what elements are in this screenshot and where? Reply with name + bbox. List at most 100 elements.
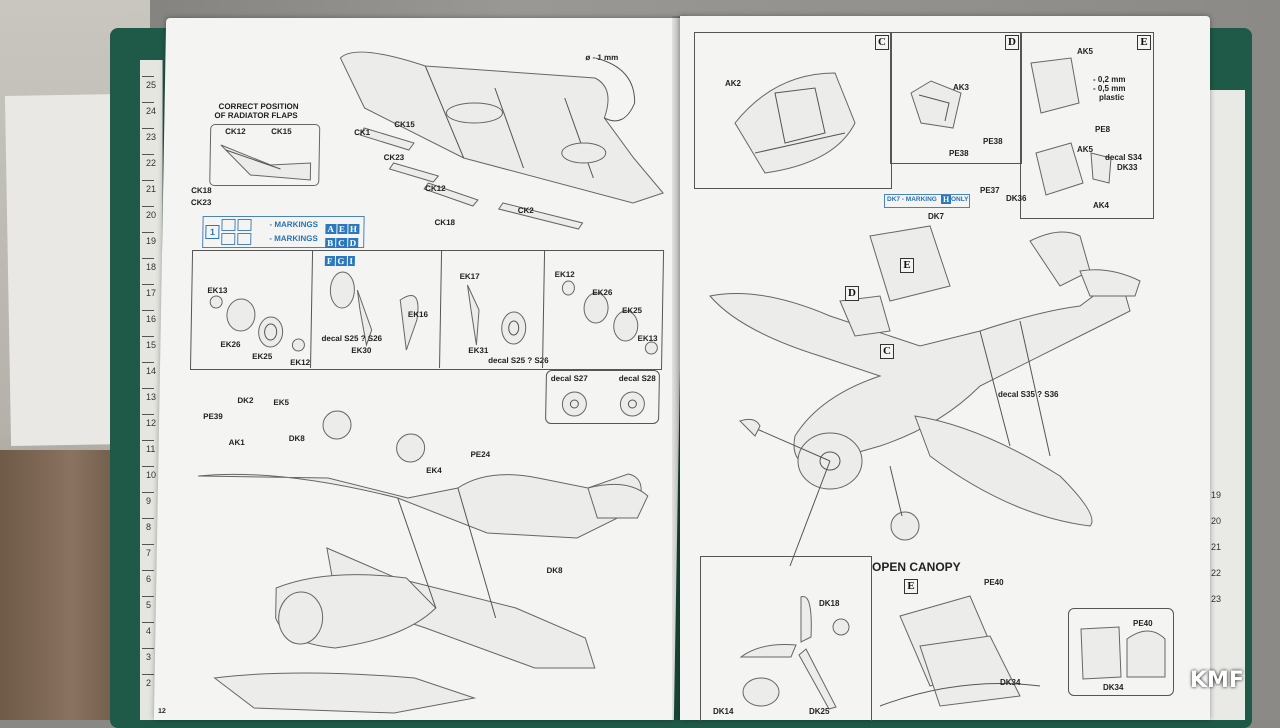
radiator-flaps-panel: CORRECT POSITION OF RADIATOR FLAPS CK12 … xyxy=(187,98,329,208)
ruler-number: 20 xyxy=(1211,516,1222,526)
label-dk7: DK7 xyxy=(928,212,945,221)
ruler-number: 14 xyxy=(146,366,157,376)
propeller-panel: DK18 DK14 DK25 xyxy=(700,556,872,721)
open-canopy-title: OPEN CANOPY xyxy=(872,560,961,574)
wheel-panel-d: EK12 EK26 EK25 EK13 xyxy=(542,250,664,368)
label-ek5: EK5 xyxy=(273,398,290,407)
ruler-tick xyxy=(142,492,154,493)
label-ck12-b: CK12 xyxy=(425,184,446,193)
wooden-surface xyxy=(0,450,120,720)
ruler-number: 23 xyxy=(1211,594,1222,604)
ruler-number: 19 xyxy=(146,236,157,246)
ruler-number: 21 xyxy=(1211,542,1222,552)
ruler-number: 16 xyxy=(146,314,157,324)
ruler-tick xyxy=(142,518,154,519)
ruler-tick xyxy=(142,440,154,441)
panel-c: C AK2 xyxy=(694,32,892,189)
color-chip xyxy=(221,233,236,245)
label-dk33: DK33 xyxy=(1117,163,1138,172)
label-dk34-inset: DK34 xyxy=(1103,683,1124,692)
ruler-tick xyxy=(142,622,154,623)
label-dk8-b: DK8 xyxy=(546,566,563,575)
label-decal-s34: decal S34 xyxy=(1105,153,1142,162)
label-ak3: AK3 xyxy=(953,83,970,92)
radiator-flap-drawing xyxy=(220,144,312,181)
legend-step-number: 1 xyxy=(205,225,220,239)
label-dk14: DK14 xyxy=(713,707,734,716)
ruler-number: 9 xyxy=(146,496,152,506)
label-ak5-b: AK5 xyxy=(1077,145,1094,154)
wheel-d-drawing xyxy=(561,280,658,355)
ruler-number: 10 xyxy=(146,470,157,480)
fuselage-assembly-drawing xyxy=(198,410,649,714)
label-ak1: AK1 xyxy=(228,438,245,447)
ruler-tick xyxy=(142,648,154,649)
ruler-number: 17 xyxy=(146,288,157,298)
ruler-tick xyxy=(142,336,154,337)
label-ek12: EK12 xyxy=(290,358,311,367)
label-ck1: CK1 xyxy=(354,128,371,137)
label-ek12-d: EK12 xyxy=(554,270,575,279)
watermark-logo: KMF xyxy=(1190,668,1244,693)
wheel-c-drawing xyxy=(466,284,527,346)
ruler-number: 6 xyxy=(146,574,152,584)
ruler-number: 3 xyxy=(146,652,152,662)
label-pe40-inset: PE40 xyxy=(1133,619,1153,628)
marking-note-suffix: ONLY xyxy=(951,196,969,203)
label-decal-s35-s36: decal S35 ? S36 xyxy=(998,390,1059,399)
ruler-tick xyxy=(142,674,154,675)
legend-letter-d: D xyxy=(347,238,359,248)
ruler-number: 8 xyxy=(146,522,152,532)
label-decal-s25-s26-c: decal S25 ? S26 xyxy=(488,356,549,365)
label-decal-s25-s26-b: decal S25 ? S26 xyxy=(321,334,383,343)
legend-letter-c: C xyxy=(336,238,347,248)
legend-row1-text: - MARKINGS xyxy=(269,220,319,229)
color-chip xyxy=(237,219,252,231)
ruler-tick xyxy=(142,466,154,467)
legend-row2-text: - MARKINGS xyxy=(269,234,318,243)
callout-e: E xyxy=(900,258,914,273)
main-aircraft-drawing xyxy=(709,225,1141,567)
panel-d: D AK3 PE38 PE38 xyxy=(890,32,1022,164)
ruler-tick xyxy=(142,128,154,129)
label-thickness-05: - 0,5 mm xyxy=(1093,84,1126,93)
label-ek26: EK26 xyxy=(220,340,241,349)
wing-underside-drawing xyxy=(339,51,664,230)
label-ak5: AK5 xyxy=(1077,47,1094,56)
ruler-number: 24 xyxy=(146,106,157,116)
label-pe40: PE40 xyxy=(984,578,1004,587)
ruler-number: 15 xyxy=(146,340,157,350)
label-ck2: CK2 xyxy=(517,206,534,215)
ruler-number: 12 xyxy=(146,418,157,428)
label-ek17: EK17 xyxy=(459,272,480,281)
label-ek26-d: EK26 xyxy=(592,288,613,297)
ruler-tick xyxy=(142,180,154,181)
ruler-number: 2 xyxy=(146,678,152,688)
ruler-tick xyxy=(142,206,154,207)
ruler-number: 25 xyxy=(146,80,157,90)
ruler-number: 23 xyxy=(146,132,157,142)
canopy-inset-panel: PE40 DK34 xyxy=(1068,608,1174,696)
label-plastic: plastic xyxy=(1099,93,1125,102)
label-pe38-b: PE38 xyxy=(949,149,969,158)
canopy-detail-drawing xyxy=(1030,57,1112,196)
ruler-number: 5 xyxy=(146,600,152,610)
page-number: 12 xyxy=(157,708,166,715)
canopy-inset-drawing xyxy=(1080,626,1166,680)
instruction-page-left: CORRECT POSITION OF RADIATOR FLAPS CK12 … xyxy=(153,18,687,720)
decal-panel: decal S27 decal S28 xyxy=(545,370,660,424)
windscreen-drawing xyxy=(910,80,962,129)
label-pe8: PE8 xyxy=(1095,125,1111,134)
label-dk18: DK18 xyxy=(819,599,840,608)
ruler-number: 22 xyxy=(1211,568,1222,578)
panel-d-letter: D xyxy=(1005,35,1019,50)
label-pe37: PE37 xyxy=(980,186,1000,195)
radiator-detail-frame: CK12 CK15 xyxy=(209,124,321,186)
callout-d: D xyxy=(845,286,859,301)
cockpit-drawing xyxy=(734,72,856,174)
marking-note: DK7 - MARKING H ONLY xyxy=(884,194,970,208)
wheel-panel-c: EK17 EK31 decal S25 ? S26 xyxy=(438,250,549,368)
wheel-b-drawing xyxy=(329,271,419,351)
